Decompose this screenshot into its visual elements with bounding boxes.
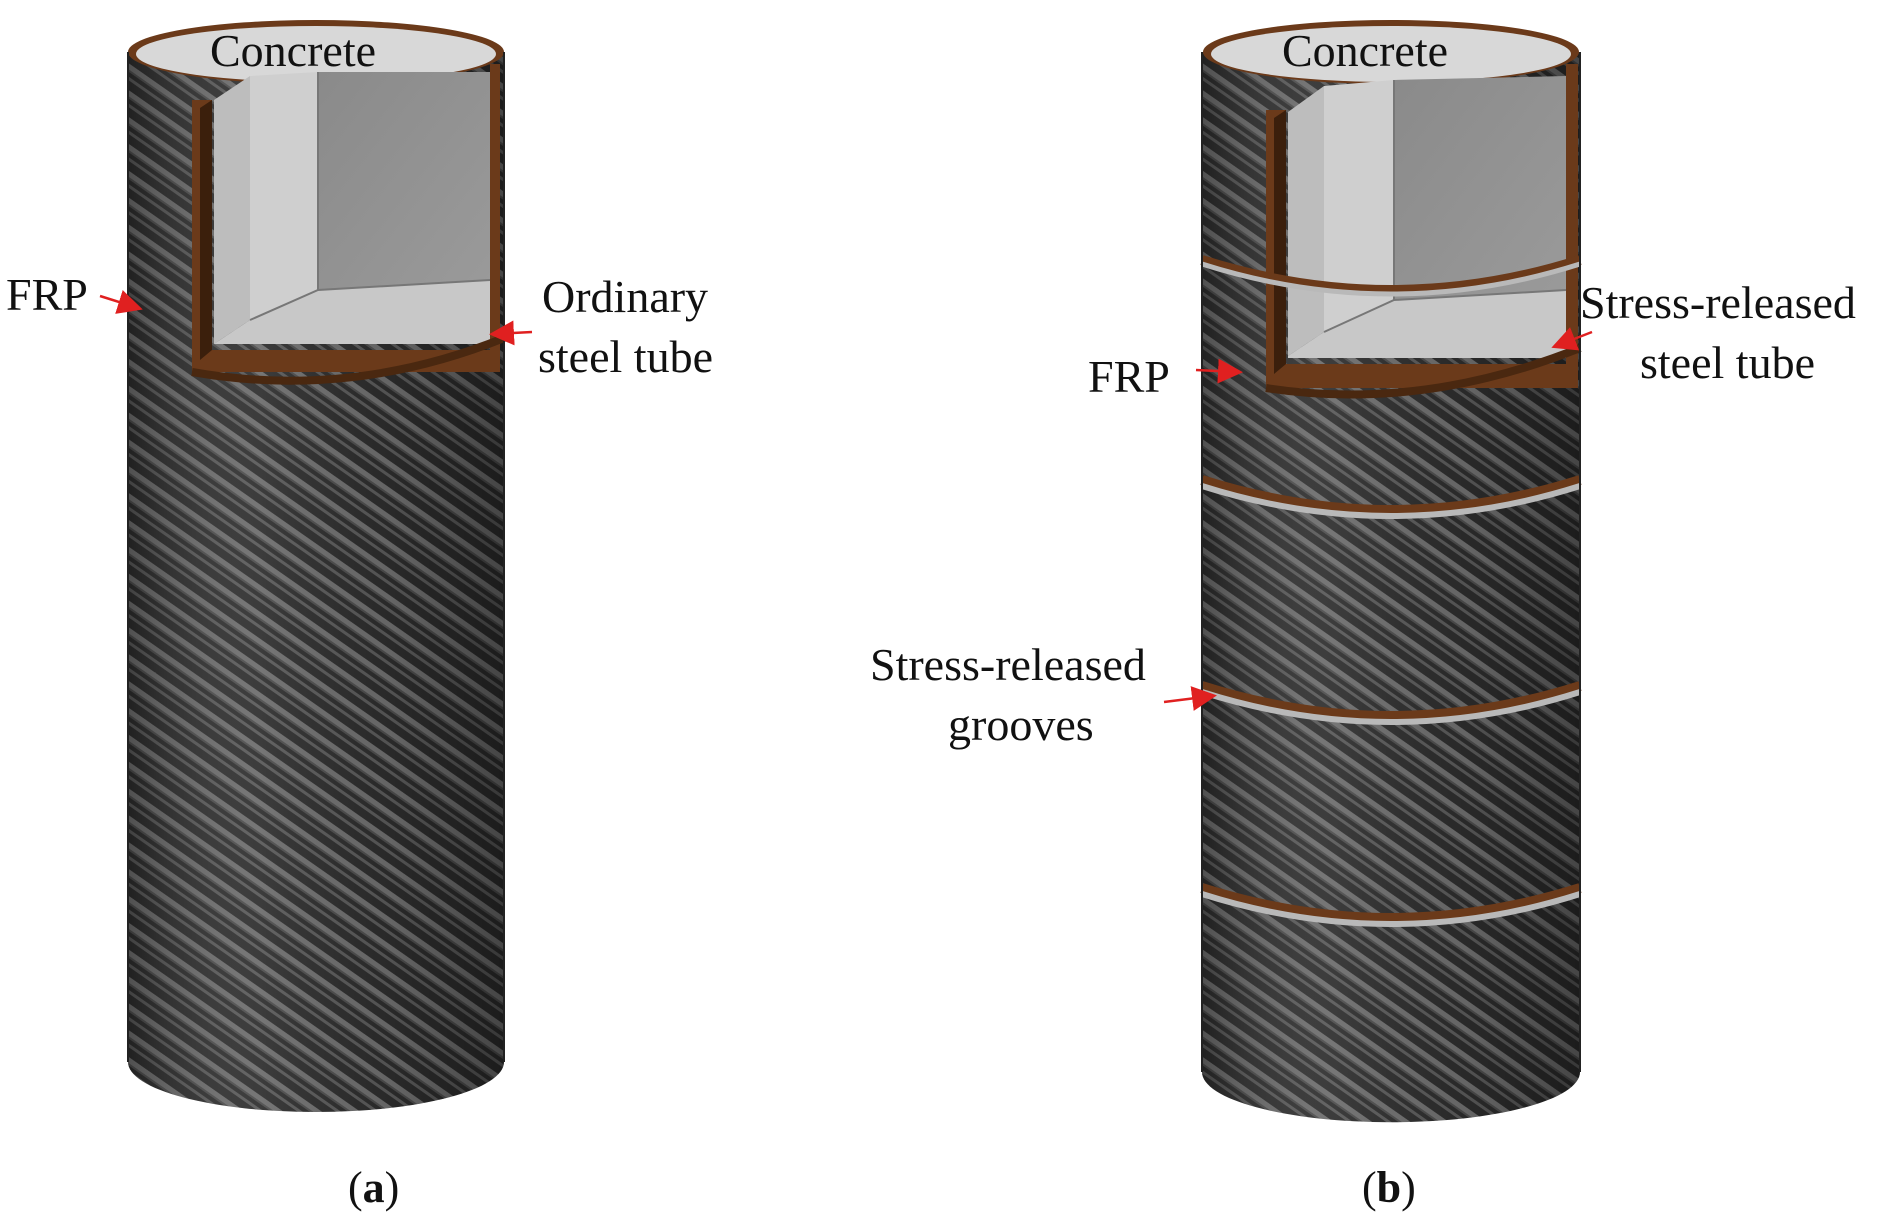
panel-b-frp-arrow [1195,358,1243,384]
panel-a-frp-arrow [99,290,143,314]
panel-b-concrete-left-face [1288,86,1324,356]
panel-b-concrete-label: Concrete [1282,25,1448,76]
panel-b-groove-2 [1200,475,1582,519]
panel-b-concrete-face [1324,80,1394,332]
panel-a-frp-label: FRP [6,269,88,320]
panel-b-tube-label-line2: steel tube [1640,337,1815,388]
panel-b-groove-3 [1200,681,1582,725]
panel-b-frp-label: FRP [1088,351,1170,402]
panel-b-tube-arrow [1551,327,1593,351]
panel-b-concrete-floor [1288,290,1566,358]
panel-a-tube-label-line1: Ordinary [542,271,708,322]
panel-a-concrete-face [250,72,318,320]
panel-a-tube-label-line2: steel tube [538,331,713,382]
panel-b-grooves-label-line1: Stress-released [870,639,1146,690]
panel-a: Concrete FRP Ordinary steel tube (a) [6,20,713,1212]
panel-a-caption: (a) [348,1163,399,1212]
panel-a-concrete-left-face [214,76,250,344]
panel-b: Concrete FRP Stress-released steel tube … [870,20,1856,1212]
panel-a-concrete-floor [214,280,490,344]
panel-b-tube-label-line1: Stress-released [1580,277,1856,328]
panel-b-concrete-back-face [1394,76,1566,300]
panel-b-column [1200,20,1582,1123]
panel-a-concrete-back-face [318,72,490,290]
panel-a-tube-arrow [489,320,533,346]
panel-b-groove-1 [1200,255,1582,297]
panel-b-groove-4 [1200,883,1582,927]
panel-a-column [127,20,506,1112]
panel-b-caption: (b) [1362,1163,1416,1212]
panel-b-grooves-label-line2: grooves [948,699,1094,750]
panel-b-grooves-arrow [1163,686,1217,711]
panel-a-concrete-label: Concrete [210,25,376,76]
